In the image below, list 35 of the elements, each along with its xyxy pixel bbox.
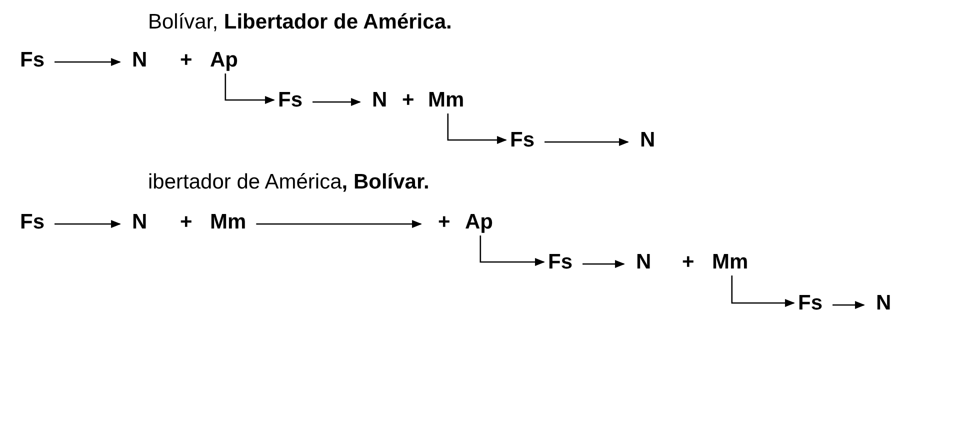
arrow <box>256 220 422 228</box>
arrow <box>447 114 507 144</box>
category-label: Fs <box>798 291 823 315</box>
category-label: N <box>640 128 656 152</box>
category-label: Fs <box>20 210 45 234</box>
category-label: Mm <box>210 210 246 234</box>
category-label: Ap <box>465 210 493 234</box>
category-label: Fs <box>278 88 303 112</box>
category-label: N <box>132 48 148 72</box>
category-label: Mm <box>428 88 464 112</box>
arrow <box>312 98 361 106</box>
arrow <box>54 220 121 228</box>
phrase-heading: ibertador de América, Bolívar. <box>148 170 430 194</box>
arrow <box>544 138 629 146</box>
arrow <box>224 74 275 104</box>
category-label: N <box>636 250 652 274</box>
plus-sign: + <box>180 210 192 234</box>
arrow <box>582 260 625 268</box>
category-label: Ap <box>210 48 238 72</box>
arrow <box>731 276 795 307</box>
category-label: N <box>132 210 148 234</box>
arrow <box>832 301 865 309</box>
category-label: Mm <box>712 250 748 274</box>
arrow <box>54 58 121 66</box>
category-label: N <box>372 88 388 112</box>
category-label: Fs <box>548 250 573 274</box>
arrow <box>480 236 545 266</box>
plus-sign: + <box>682 250 694 274</box>
plus-sign: + <box>402 88 414 112</box>
category-label: Fs <box>510 128 535 152</box>
plus-sign: + <box>438 210 450 234</box>
category-label: Fs <box>20 48 45 72</box>
phrase-heading: Bolívar, Libertador de América. <box>148 10 452 34</box>
category-label: N <box>876 291 892 315</box>
plus-sign: + <box>180 48 192 72</box>
